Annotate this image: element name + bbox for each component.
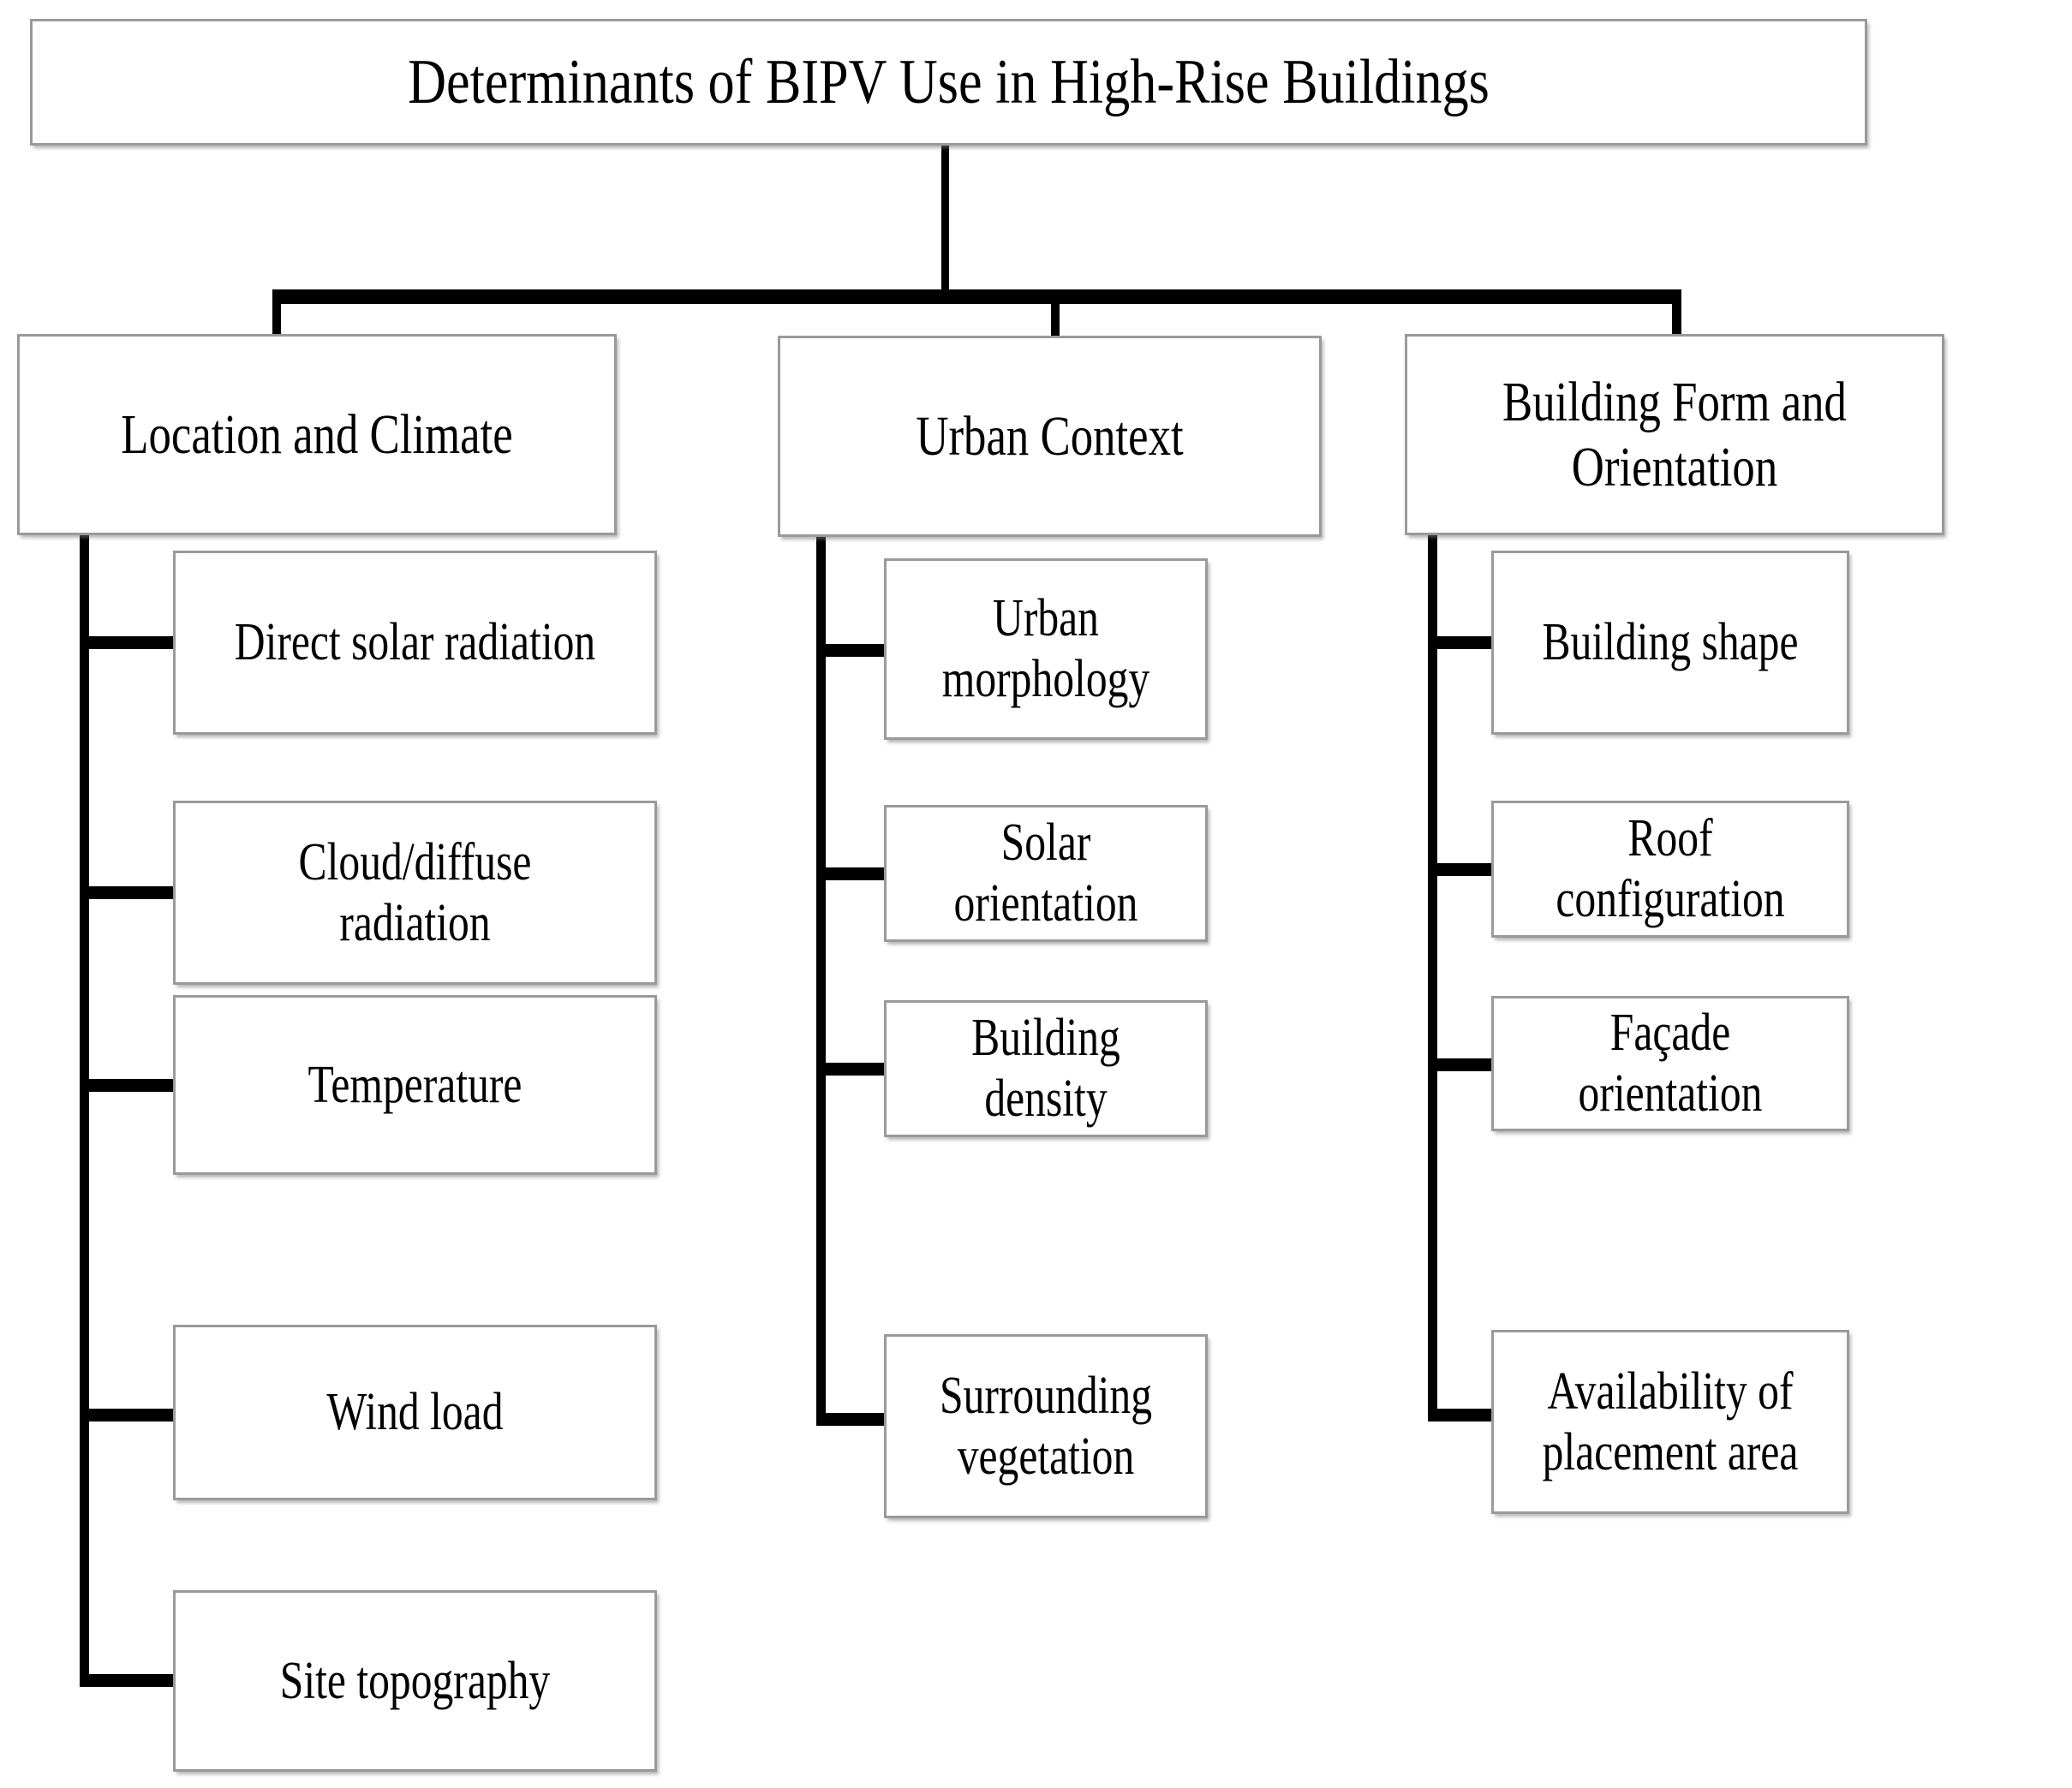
root-node-determinants: Determinants of BIPV Use in High-Rise Bu… bbox=[30, 19, 1867, 146]
connector-drop-to-location-and-climate bbox=[272, 296, 281, 337]
leaf-node-label: Urban morphology bbox=[941, 589, 1150, 708]
connector-drop-to-urban-context bbox=[1051, 296, 1060, 339]
connector-tee-c3-0 bbox=[1428, 636, 1499, 649]
leaf-node-label: Building density bbox=[971, 1009, 1120, 1128]
connector-tee-c2-1 bbox=[816, 867, 892, 880]
leaf-node-label: Direct solar radiation bbox=[234, 613, 596, 672]
category-node-building-form-and-orientation: Building Form and Orientation bbox=[1405, 334, 1944, 535]
leaf-node-wind-load: Wind load bbox=[173, 1325, 657, 1500]
connector-trunk-column-3 bbox=[1428, 529, 1437, 1418]
connector-tee-c3-3 bbox=[1428, 1409, 1499, 1421]
root-node-label: Determinants of BIPV Use in High-Rise Bu… bbox=[408, 46, 1490, 117]
connector-tee-c2-3 bbox=[816, 1413, 892, 1426]
category-node-label: Location and Climate bbox=[121, 402, 513, 466]
connector-tee-c2-2 bbox=[816, 1063, 892, 1076]
connector-trunk-column-1 bbox=[80, 529, 89, 1685]
connector-tee-c1-3 bbox=[80, 1409, 180, 1421]
leaf-node-label: Solar orientation bbox=[953, 814, 1138, 933]
leaf-node-label: Availability of placement area bbox=[1542, 1362, 1799, 1481]
leaf-node-label: Building shape bbox=[1542, 613, 1799, 672]
connector-tee-c1-4 bbox=[80, 1674, 180, 1687]
connector-horizontal-bus bbox=[272, 289, 1681, 304]
leaf-node-site-topography: Site topography bbox=[173, 1590, 657, 1772]
leaf-node-label: Site topography bbox=[279, 1651, 551, 1710]
leaf-node-roof-configuration: Roof configuration bbox=[1491, 801, 1849, 938]
leaf-node-cloud-diffuse-radiation: Cloud/diffuse radiation bbox=[173, 801, 657, 985]
connector-tee-c1-0 bbox=[80, 636, 180, 649]
category-node-location-and-climate: Location and Climate bbox=[17, 334, 617, 535]
connector-tee-c3-1 bbox=[1428, 863, 1499, 876]
connector-tee-c2-0 bbox=[816, 644, 892, 657]
leaf-node-availability-of-placement-area: Availability of placement area bbox=[1491, 1330, 1849, 1514]
leaf-node-label: Wind load bbox=[326, 1383, 504, 1442]
connector-tee-c1-2 bbox=[80, 1079, 180, 1092]
category-node-urban-context: Urban Context bbox=[778, 336, 1322, 537]
leaf-node-label: Façade orientation bbox=[1578, 1004, 1763, 1123]
connector-tee-c1-1 bbox=[80, 886, 180, 899]
connector-trunk-column-2 bbox=[816, 531, 826, 1423]
category-node-label: Building Form and Orientation bbox=[1502, 371, 1847, 498]
leaf-node-label: Temperature bbox=[308, 1055, 522, 1114]
leaf-node-temperature: Temperature bbox=[173, 995, 657, 1175]
leaf-node-label: Roof configuration bbox=[1555, 809, 1785, 928]
category-node-label: Urban Context bbox=[916, 404, 1184, 468]
leaf-node-direct-solar-radiation: Direct solar radiation bbox=[173, 551, 657, 735]
connector-root-stem bbox=[941, 146, 949, 296]
leaf-node-label: Surrounding vegetation bbox=[940, 1366, 1152, 1486]
leaf-node-surrounding-vegetation: Surrounding vegetation bbox=[884, 1334, 1208, 1518]
leaf-node-urban-morphology: Urban morphology bbox=[884, 558, 1208, 740]
connector-drop-to-building-form bbox=[1672, 296, 1681, 337]
leaf-node-building-shape: Building shape bbox=[1491, 551, 1849, 735]
connector-tee-c3-2 bbox=[1428, 1058, 1499, 1071]
leaf-node-building-density: Building density bbox=[884, 1000, 1208, 1137]
leaf-node-solar-orientation: Solar orientation bbox=[884, 805, 1208, 942]
leaf-node-facade-orientation: Façade orientation bbox=[1491, 996, 1849, 1131]
leaf-node-label: Cloud/diffuse radiation bbox=[298, 832, 532, 952]
